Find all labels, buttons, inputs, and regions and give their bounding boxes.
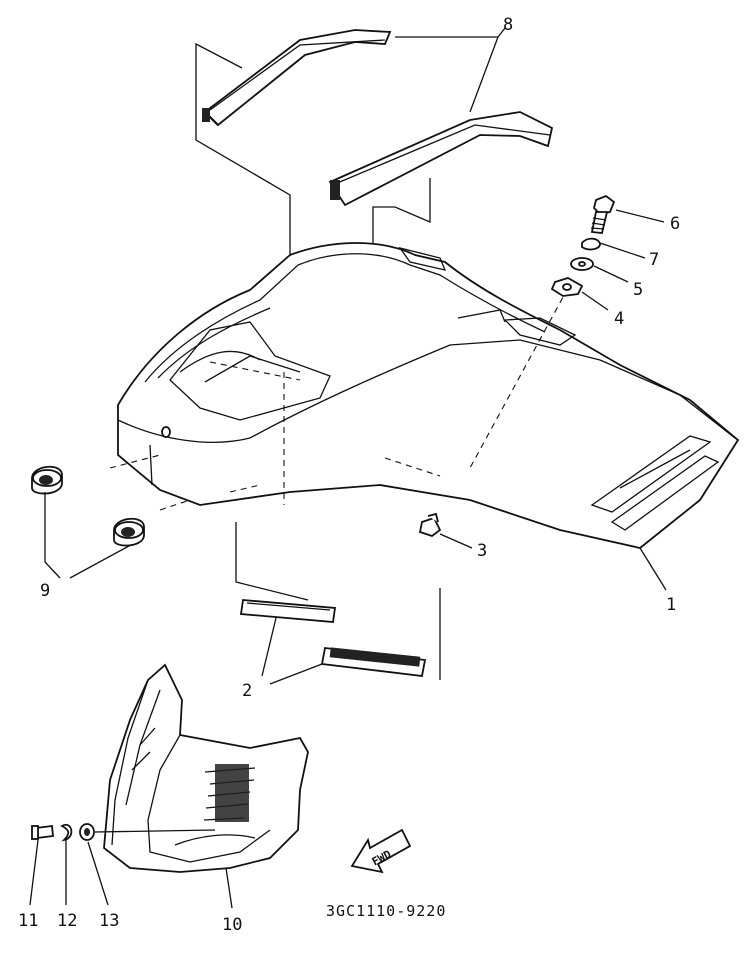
washer-part-13 bbox=[79, 823, 95, 841]
callout-9: 9 bbox=[40, 581, 50, 601]
callout-3: 3 bbox=[477, 541, 487, 561]
callout-12: 12 bbox=[57, 911, 77, 931]
screw-part-11 bbox=[31, 824, 54, 840]
callout-7: 7 bbox=[649, 250, 659, 270]
callout-2: 2 bbox=[242, 681, 252, 701]
grommet-lower bbox=[113, 517, 145, 547]
callout-6: 6 bbox=[670, 214, 680, 234]
callout-1: 1 bbox=[666, 595, 676, 615]
trim-strip-upper bbox=[202, 29, 392, 127]
callout-10: 10 bbox=[222, 915, 242, 935]
spring-washer-part-7 bbox=[581, 237, 601, 251]
fwd-arrow-icon: FWD bbox=[350, 828, 412, 874]
callout-8: 8 bbox=[503, 15, 513, 35]
nut-part-4 bbox=[550, 277, 584, 297]
washer-part-12 bbox=[60, 823, 73, 842]
drawing-code: 3GC1110-9220 bbox=[326, 902, 446, 920]
callout-4: 4 bbox=[614, 309, 624, 329]
strip-part-2-upper bbox=[239, 599, 337, 623]
callout-13: 13 bbox=[99, 911, 119, 931]
side-cover-part-10 bbox=[103, 663, 309, 873]
grommet-upper bbox=[31, 465, 63, 495]
bolt-part-6 bbox=[590, 194, 616, 234]
collar-part-5 bbox=[570, 257, 594, 271]
callout-11: 11 bbox=[18, 911, 38, 931]
rear-fender-cover bbox=[117, 242, 740, 549]
trim-strip-lower bbox=[328, 111, 554, 207]
strip-part-2-lower bbox=[320, 647, 427, 677]
callout-5: 5 bbox=[633, 280, 643, 300]
clip-part-3 bbox=[418, 512, 442, 538]
